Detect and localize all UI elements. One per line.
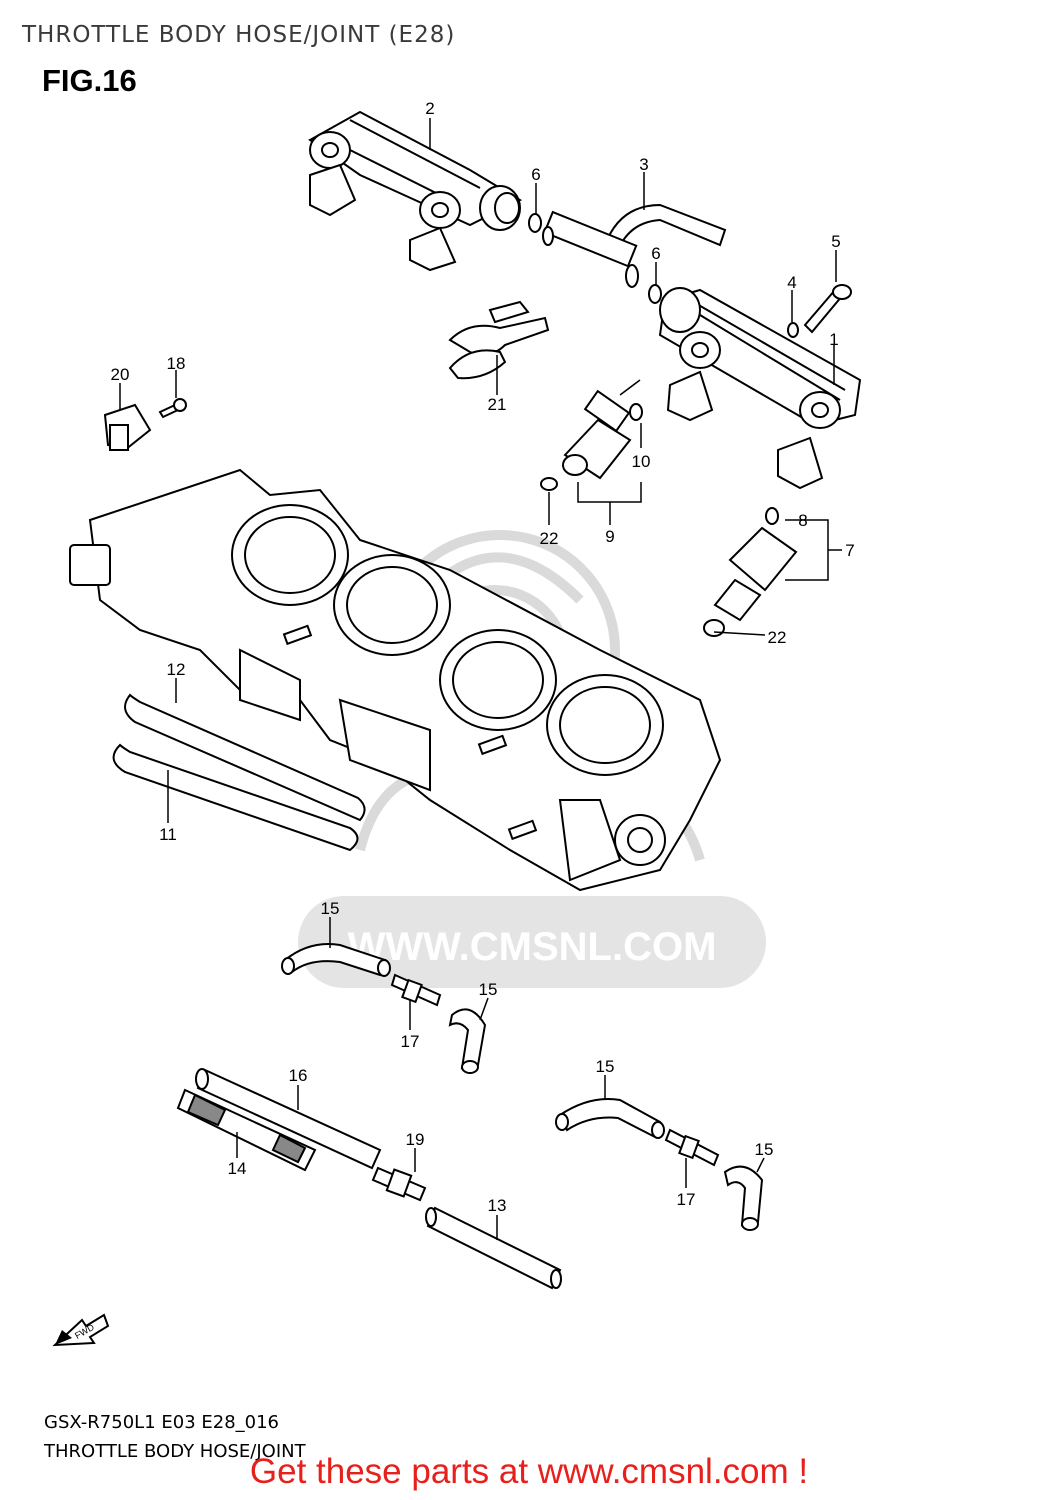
- callout-5: 5: [831, 232, 840, 251]
- figure-number: FIG.16: [42, 63, 137, 98]
- callout-6-upper: 6: [531, 165, 540, 184]
- injector-9: [562, 389, 643, 480]
- callout-21: 21: [488, 395, 507, 414]
- callout-22-lower: 22: [768, 628, 787, 647]
- hose-11: [112, 743, 359, 852]
- hose-15-d: [723, 1165, 764, 1231]
- page-header-title: THROTTLE BODY HOSE/JOINT (E28): [22, 22, 456, 48]
- watermark-text: WWW.CMSNL.COM: [348, 925, 717, 969]
- promo-banner-link[interactable]: Get these parts at www.cmsnl.com !: [249, 1452, 809, 1491]
- forward-arrow-icon: FWD: [52, 1313, 110, 1347]
- callout-12: 12: [167, 660, 186, 679]
- callout-10: 10: [632, 452, 651, 471]
- callout-15-d: 15: [755, 1140, 774, 1159]
- hose-15-c: [555, 1098, 665, 1139]
- callout-15-c: 15: [596, 1057, 615, 1076]
- callout-20: 20: [111, 365, 130, 384]
- filter-14: [176, 1088, 317, 1172]
- fuel-rail-lower: [658, 287, 862, 490]
- screw-18: [158, 398, 187, 419]
- callout-15-b: 15: [479, 980, 498, 999]
- hose-13: [425, 1206, 562, 1290]
- callout-7: 7: [845, 541, 854, 560]
- callout-15-a: 15: [321, 899, 340, 918]
- model-code: GSX-R750L1 E03 E28_016: [44, 1412, 280, 1433]
- callout-2: 2: [425, 99, 434, 118]
- callout-11: 11: [159, 825, 177, 844]
- callout-19: 19: [406, 1130, 425, 1149]
- hose-16: [195, 1068, 382, 1170]
- footer-caption: THROTTLE BODY HOSE/JOINT: [44, 1441, 306, 1462]
- joint-19: [371, 1166, 427, 1202]
- o-ring-6-upper: [528, 213, 542, 233]
- callout-17-a: 17: [401, 1032, 420, 1051]
- seal-22-upper: [540, 477, 558, 491]
- sensor-20: [103, 403, 152, 452]
- callout-16: 16: [289, 1066, 308, 1085]
- washer-4: [787, 322, 799, 338]
- callout-18: 18: [167, 354, 186, 373]
- throttle-body-assembly: [69, 468, 722, 892]
- hose-15-a: [281, 943, 391, 977]
- clamp-21: [448, 300, 550, 380]
- callout-1: 1: [829, 330, 838, 349]
- bolt-5: [803, 284, 852, 334]
- callout-6-lower: 6: [651, 244, 660, 263]
- hose-15-b: [448, 1008, 487, 1074]
- injector-7: [703, 507, 798, 637]
- callout-3: 3: [639, 155, 648, 174]
- callout-4: 4: [787, 273, 796, 292]
- leader-lines: [119, 118, 842, 1240]
- joint-17-a: [390, 973, 442, 1007]
- hose-12: [124, 693, 366, 822]
- callout-22-upper: 22: [540, 529, 559, 548]
- fuel-rail-upper: [308, 110, 523, 272]
- callout-17-b: 17: [677, 1190, 696, 1209]
- callout-9: 9: [605, 527, 614, 546]
- callout-13: 13: [488, 1196, 507, 1215]
- fuel-pipe: [542, 203, 727, 288]
- callout-8: 8: [798, 511, 807, 530]
- joint-17-b: [664, 1128, 720, 1167]
- callout-14: 14: [228, 1159, 247, 1178]
- o-ring-6-lower: [648, 284, 662, 304]
- watermark-band: [298, 896, 766, 988]
